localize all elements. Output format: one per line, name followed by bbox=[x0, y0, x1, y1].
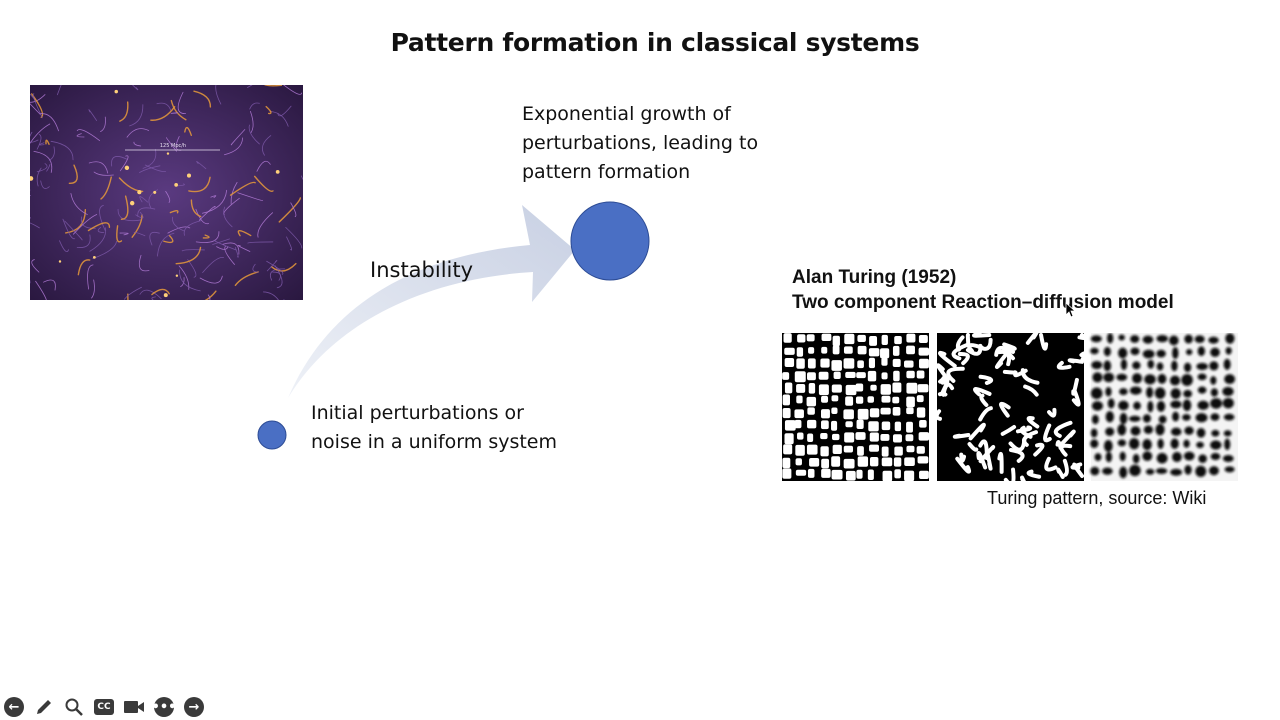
growth-description: Exponential growth of perturbations, lea… bbox=[522, 100, 822, 187]
camera-button[interactable] bbox=[122, 696, 146, 718]
growth-line-3: pattern formation bbox=[522, 161, 691, 183]
growth-line-1: Exponential growth of bbox=[522, 103, 731, 125]
camera-icon bbox=[124, 701, 144, 713]
cosmic-web-image: 125 Mpc/h bbox=[30, 85, 303, 300]
turing-pattern-stripes bbox=[934, 333, 1087, 481]
turing-pattern-holes bbox=[1090, 333, 1238, 481]
curved-arrow-shape bbox=[288, 205, 575, 398]
turing-pattern-spots bbox=[782, 333, 930, 481]
more-icon: ••• bbox=[152, 697, 176, 717]
initial-line-1: Initial perturbations or bbox=[311, 402, 524, 424]
turing-title: Alan Turing (1952) bbox=[792, 267, 957, 288]
slide-title: Pattern formation in classical systems bbox=[390, 28, 920, 57]
back-arrow-icon: ← bbox=[4, 697, 24, 717]
forward-button[interactable]: → bbox=[182, 696, 206, 718]
more-button[interactable]: ••• bbox=[152, 696, 176, 718]
growth-line-2: perturbations, leading to bbox=[522, 132, 759, 154]
forward-arrow-icon: → bbox=[184, 697, 204, 717]
turing-heading: Alan Turing (1952) Two component Reactio… bbox=[792, 265, 1174, 315]
back-button[interactable]: ← bbox=[2, 696, 26, 718]
presentation-toolbar: ← CC ••• → bbox=[2, 695, 206, 719]
instability-label: Instability bbox=[370, 258, 474, 282]
closed-captions-icon: CC bbox=[94, 699, 114, 715]
mouse-cursor-icon bbox=[1065, 302, 1075, 318]
zoom-icon bbox=[65, 698, 83, 716]
captions-button[interactable]: CC bbox=[92, 696, 116, 718]
initial-description: Initial perturbations or noise in a unif… bbox=[311, 399, 611, 457]
scale-label: 125 Mpc/h bbox=[160, 143, 186, 149]
pen-icon bbox=[37, 700, 51, 714]
zoom-button[interactable] bbox=[62, 696, 86, 718]
turing-pattern-images bbox=[782, 333, 1238, 481]
small-perturbation-dot bbox=[257, 420, 287, 450]
pen-button[interactable] bbox=[32, 696, 56, 718]
initial-line-2: noise in a uniform system bbox=[311, 431, 558, 453]
turing-caption: Turing pattern, source: Wiki bbox=[987, 488, 1207, 508]
turing-model: Two component Reaction–diffusion model bbox=[792, 292, 1174, 313]
large-perturbation-dot bbox=[570, 201, 650, 281]
